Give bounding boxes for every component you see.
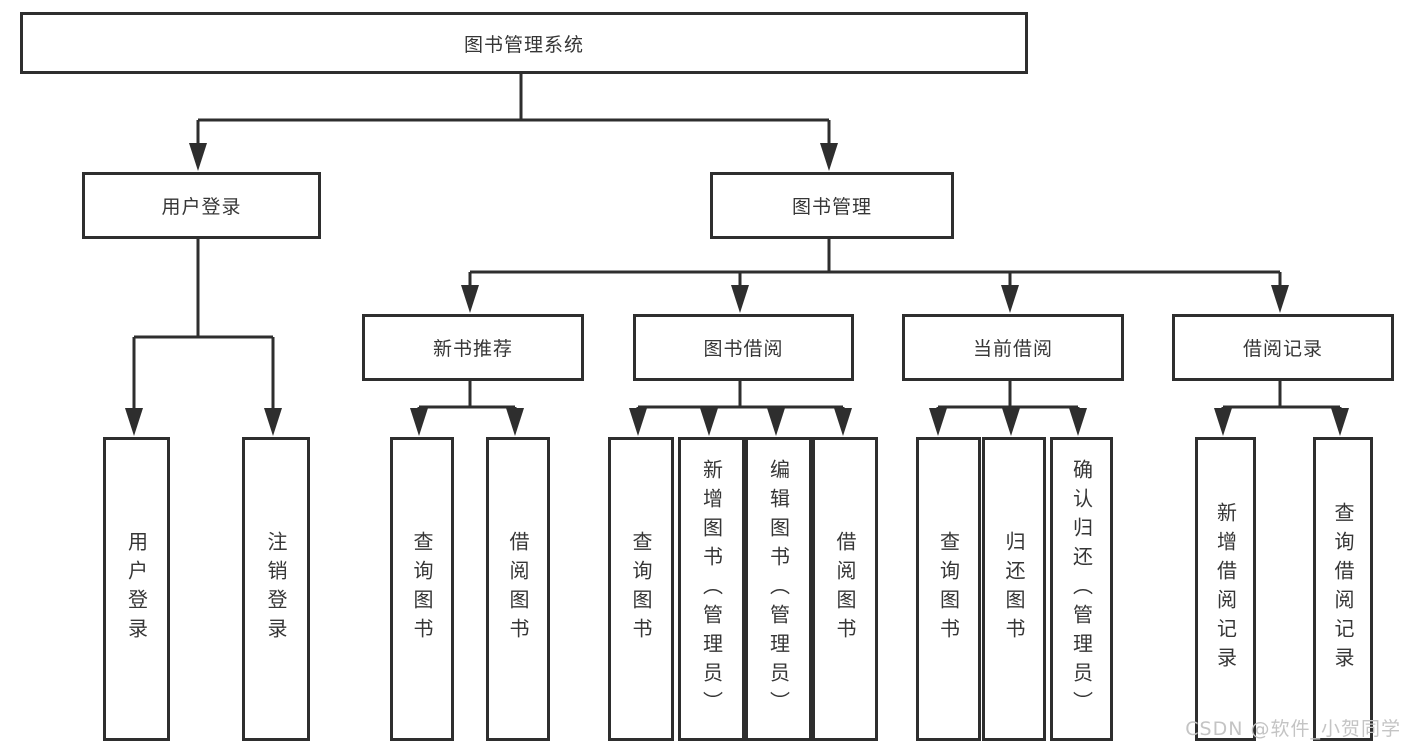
node-leaf-bb-borrow-books: 借阅图书 bbox=[812, 437, 878, 741]
node-leaf-cb-query-books-label: 查询图书 bbox=[936, 531, 961, 647]
node-leaf-login: 用户登录 bbox=[103, 437, 170, 741]
node-current-borrow: 当前借阅 bbox=[902, 314, 1124, 381]
node-root-label: 图书管理系统 bbox=[463, 33, 584, 56]
node-leaf-nbr-query-books: 查询图书 bbox=[390, 437, 454, 741]
node-new-book-rec: 新书推荐 bbox=[362, 314, 584, 381]
node-leaf-bb-add-books-label: 新增图书（管理员） bbox=[699, 458, 724, 720]
node-leaf-login-label: 用户登录 bbox=[124, 531, 149, 647]
node-user-login: 用户登录 bbox=[82, 172, 321, 239]
node-leaf-cb-query-books: 查询图书 bbox=[916, 437, 981, 741]
node-leaf-nbr-query-books-label: 查询图书 bbox=[410, 531, 434, 647]
watermark: CSDN @软件_小贺同学 bbox=[1185, 718, 1401, 740]
node-leaf-br-add-record-label: 新增借阅记录 bbox=[1213, 502, 1238, 676]
node-new-book-rec-label: 新书推荐 bbox=[432, 338, 513, 360]
node-root: 图书管理系统 bbox=[20, 12, 1028, 74]
node-leaf-logout-label: 注销登录 bbox=[264, 531, 288, 647]
node-borrow-records: 借阅记录 bbox=[1172, 314, 1394, 381]
node-leaf-bb-query-books: 查询图书 bbox=[608, 437, 674, 741]
node-leaf-br-query-record-label: 查询借阅记录 bbox=[1331, 502, 1355, 676]
node-leaf-br-add-record: 新增借阅记录 bbox=[1195, 437, 1256, 741]
node-leaf-bb-borrow-books-label: 借阅图书 bbox=[833, 531, 857, 647]
node-user-login-label: 用户登录 bbox=[161, 196, 242, 218]
node-leaf-bb-edit-books-label: 编辑图书（管理员） bbox=[766, 458, 791, 720]
node-book-mgmt: 图书管理 bbox=[710, 172, 954, 239]
node-borrow-records-label: 借阅记录 bbox=[1242, 338, 1323, 360]
node-leaf-cb-return-books-label: 归还图书 bbox=[1002, 531, 1026, 647]
node-leaf-br-query-record: 查询借阅记录 bbox=[1313, 437, 1373, 741]
node-leaf-cb-confirm-return-label: 确认归还（管理员） bbox=[1069, 458, 1094, 720]
arrowheads-group bbox=[125, 143, 1349, 436]
node-leaf-bb-add-books: 新增图书（管理员） bbox=[678, 437, 745, 741]
node-leaf-cb-confirm-return: 确认归还（管理员） bbox=[1050, 437, 1113, 741]
node-leaf-bb-edit-books: 编辑图书（管理员） bbox=[745, 437, 812, 741]
node-leaf-logout: 注销登录 bbox=[242, 437, 310, 741]
node-leaf-nbr-borrow-books-label: 借阅图书 bbox=[506, 531, 530, 647]
node-current-borrow-label: 当前借阅 bbox=[972, 338, 1053, 360]
node-leaf-bb-query-books-label: 查询图书 bbox=[629, 531, 653, 647]
node-book-borrow: 图书借阅 bbox=[633, 314, 854, 381]
node-book-mgmt-label: 图书管理 bbox=[791, 196, 872, 218]
node-leaf-nbr-borrow-books: 借阅图书 bbox=[486, 437, 550, 741]
node-book-borrow-label: 图书借阅 bbox=[703, 338, 784, 360]
node-leaf-cb-return-books: 归还图书 bbox=[982, 437, 1046, 741]
